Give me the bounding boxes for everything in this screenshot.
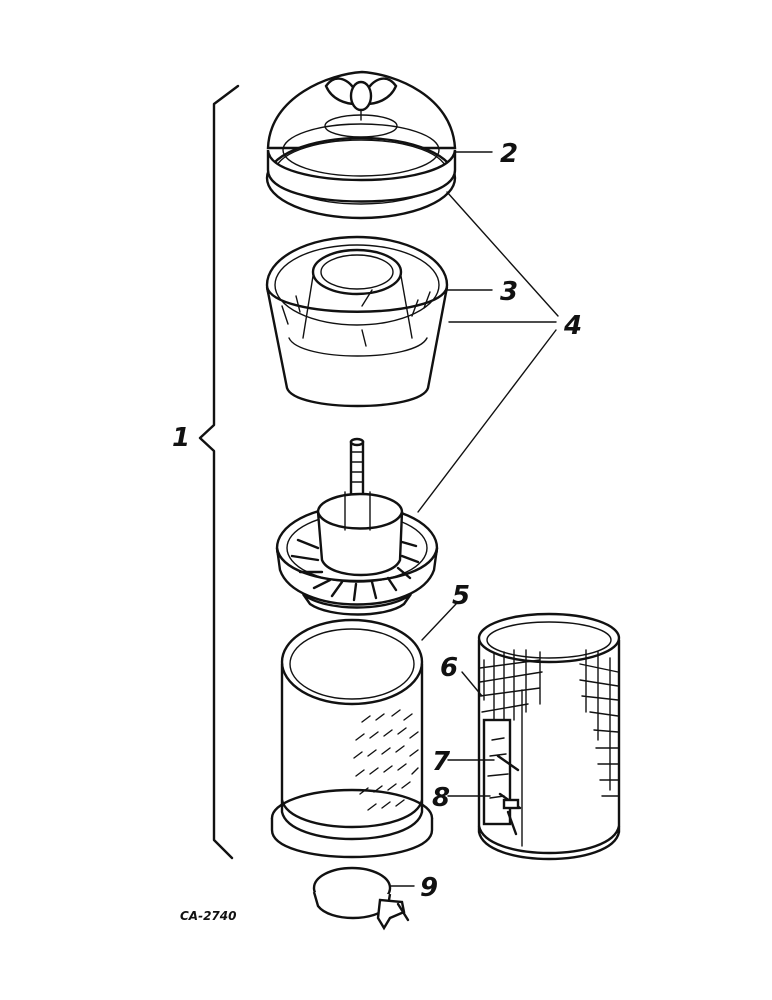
callout-9: 9 — [420, 873, 438, 903]
callout-8: 8 — [432, 783, 450, 813]
assembly-brace — [198, 84, 240, 860]
callout-1: 1 — [172, 423, 190, 453]
inner-assembly — [275, 437, 439, 616]
cleaner-bowl — [265, 235, 449, 408]
callout-2: 2 — [500, 139, 518, 169]
callout-6: 6 — [440, 653, 458, 683]
cover-cap — [265, 70, 457, 220]
callout-3: 3 — [500, 277, 518, 307]
clamp — [312, 866, 410, 931]
callout-5: 5 — [452, 581, 470, 611]
leader-lines — [389, 151, 559, 887]
callout-7: 7 — [432, 747, 451, 777]
primary-filter-element — [270, 618, 434, 859]
callout-4: 4 — [563, 311, 582, 341]
secondary-filter-element — [477, 612, 621, 861]
reference-code: CA-2740 — [180, 909, 236, 923]
